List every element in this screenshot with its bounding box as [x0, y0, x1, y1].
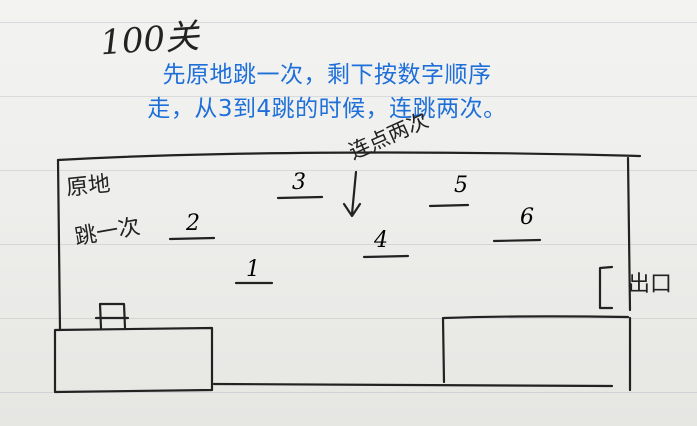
platform-label-5: 5 — [454, 173, 468, 198]
exit-ledge-side — [441, 316, 446, 384]
platform-label-6: 6 — [520, 205, 534, 230]
ruled-line — [0, 318, 697, 319]
platform-label-1: 1 — [246, 257, 260, 282]
instruction-line-1: 先原地跳一次，剩下按数字顺序 — [162, 62, 492, 88]
level-heading: 100关 — [98, 16, 201, 64]
frame-left-wall — [56, 158, 62, 332]
platform-line-6 — [492, 238, 542, 243]
frame-right-wall — [626, 156, 632, 312]
platform-label-4: 4 — [373, 228, 388, 253]
ruled-line — [0, 96, 697, 97]
platform-line-2 — [168, 236, 216, 241]
exit-label: 出口 — [628, 272, 673, 297]
exit-door — [598, 265, 614, 310]
platform-label-3: 3 — [292, 170, 306, 195]
player-box — [94, 302, 130, 330]
start-block — [53, 326, 214, 394]
floor-line — [212, 382, 614, 388]
start-note-line-1: 原地 — [65, 171, 112, 202]
frame-top — [56, 151, 642, 162]
ruled-line — [0, 22, 697, 23]
instruction-text: 先原地跳一次，剩下按数字顺序 走，从3到4跳的时候，连跳两次。 — [92, 58, 562, 126]
down-arrow — [342, 170, 362, 218]
exit-ledge-top — [442, 315, 630, 320]
platform-line-5 — [428, 203, 470, 208]
ruled-line — [0, 170, 697, 171]
platform-label-2: 2 — [185, 211, 200, 236]
platform-line-4 — [362, 254, 410, 259]
platform-line-3 — [276, 195, 324, 200]
instruction-line-2: 走，从3到4跳的时候，连跳两次。 — [147, 96, 507, 122]
ruled-line — [0, 244, 697, 245]
ruled-line — [0, 392, 697, 393]
